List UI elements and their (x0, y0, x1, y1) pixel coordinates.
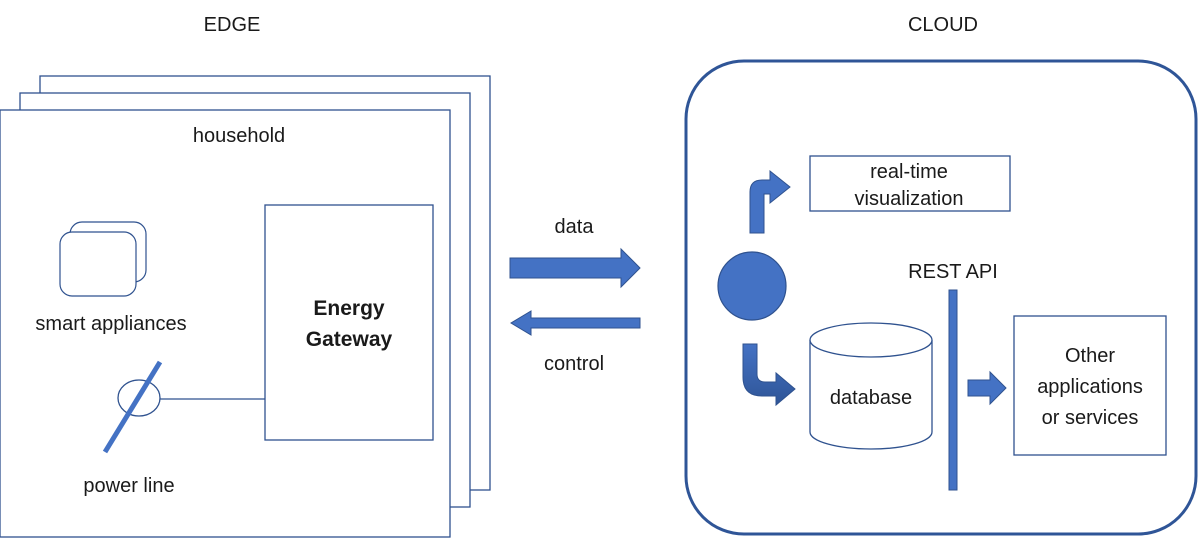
energy-gateway-box (264, 204, 434, 441)
realtime-label-line1: real-time (870, 161, 948, 183)
processing-node-icon (717, 251, 787, 321)
gateway-label-line2: Gateway (306, 328, 393, 351)
database-arrow-icon (742, 343, 796, 407)
rest-api-label: REST API (908, 261, 998, 283)
appliance-icon (59, 231, 137, 297)
visualization-arrow-icon (749, 169, 791, 234)
household-label: household (193, 125, 285, 147)
services-arrow-icon (967, 370, 1007, 406)
other-label-line2: applications (1037, 376, 1143, 398)
other-label-line3: or services (1042, 407, 1139, 429)
cloud-title: CLOUD (908, 14, 978, 36)
database-cylinder-top (809, 322, 933, 358)
database-label: database (830, 387, 912, 409)
control-arrow-icon (510, 310, 641, 336)
rest-api-bar (948, 289, 958, 491)
control-label: control (544, 353, 604, 375)
smart-appliances-label: smart appliances (35, 313, 186, 335)
data-arrow-icon (509, 247, 641, 289)
other-services-box (1013, 315, 1167, 456)
data-label: data (555, 216, 595, 238)
realtime-label-line2: visualization (855, 188, 964, 210)
power-line-icon (102, 360, 163, 454)
database-cylinder-body (809, 340, 933, 450)
other-label-line1: Other (1065, 345, 1115, 367)
power-line-label: power line (83, 475, 174, 497)
realtime-visualization-box (809, 155, 1011, 212)
current-sensor-icon (117, 379, 161, 417)
edge-title: EDGE (204, 14, 261, 36)
gateway-label-line1: Energy (313, 297, 385, 320)
